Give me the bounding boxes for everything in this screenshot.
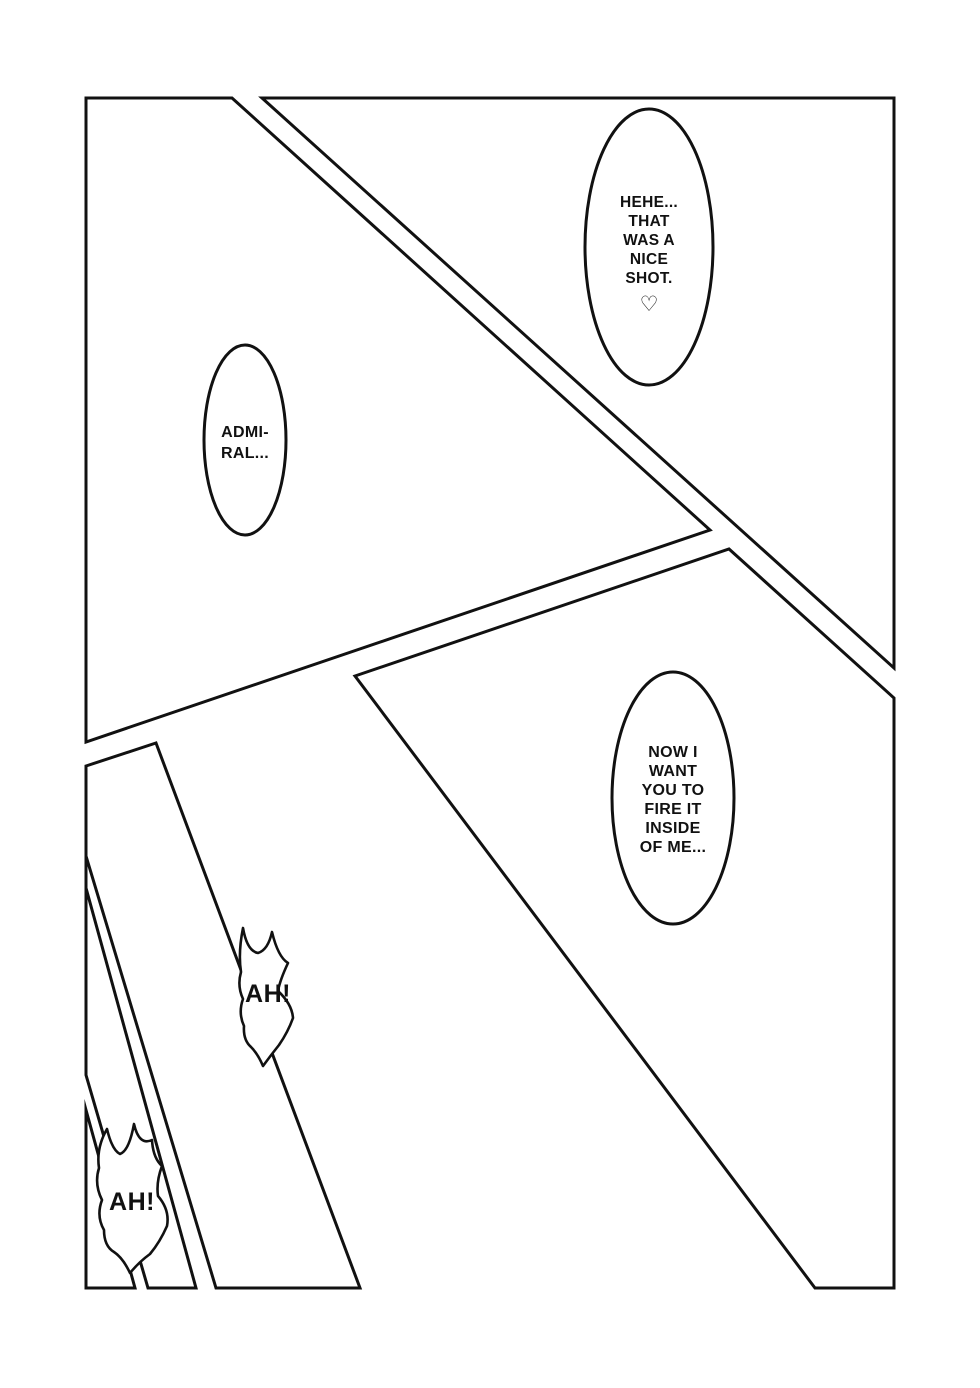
speech-bubble-admiral-outline	[202, 343, 288, 537]
speech-text-line: FIRE IT	[644, 801, 701, 818]
speech-text-line: YOU TO	[642, 782, 705, 799]
speech-text-line: INSIDE	[645, 820, 700, 837]
speech-text-line: RAL...	[221, 445, 269, 462]
panel-top-left-border	[84, 96, 713, 745]
heart-icon: ♡	[640, 292, 659, 316]
speech-text-line: OF ME...	[640, 839, 706, 856]
speech-bubble-admiral: ADMI- RAL...	[202, 343, 288, 537]
shout-text: AH!	[109, 1188, 155, 1216]
panel-bottom-left-wedge-border	[84, 741, 363, 1290]
shout-bubble-upper: AH!	[238, 926, 295, 1068]
shout-bubble-lower-outline	[95, 1122, 169, 1275]
speech-text-line: THAT	[628, 213, 670, 230]
speech-bubble-hehe: HEHE... THAT WAS A NICE SHOT. ♡	[583, 107, 715, 387]
speech-text-line: NOW I	[648, 744, 698, 761]
panel-top-right-border	[258, 96, 896, 672]
speech-text-line: WANT	[649, 763, 697, 780]
speech-bubble-hehe-outline	[583, 107, 715, 387]
speech-text-line: ADMI-	[221, 424, 269, 441]
speech-text-line: WAS A	[623, 232, 675, 249]
shout-bubble-lower: AH!	[95, 1122, 169, 1275]
panel-bottom-left-sliver-border	[84, 876, 198, 1290]
speech-text-line: SHOT.	[625, 270, 672, 287]
shout-text: AH!	[245, 980, 291, 1008]
shout-bubble-upper-outline	[238, 926, 295, 1068]
speech-text-line: HEHE...	[620, 194, 678, 211]
speech-bubble-now-outline	[610, 670, 736, 926]
panel-middle-right-border	[352, 547, 896, 1290]
speech-bubble-now: NOW I WANT YOU TO FIRE IT INSIDE OF ME..…	[610, 670, 736, 926]
speech-text-line: NICE	[630, 251, 668, 268]
